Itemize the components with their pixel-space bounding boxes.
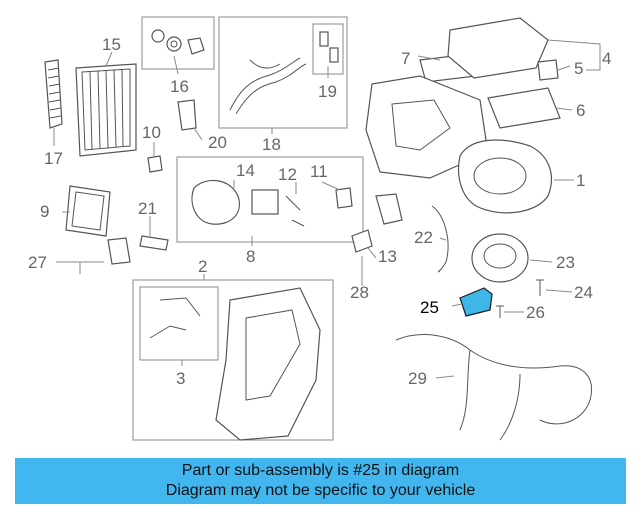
info-banner: Part or sub-assembly is #25 in diagram D…: [15, 458, 626, 504]
callout-28[interactable]: 28: [350, 283, 369, 302]
part-4-housing: [447, 17, 549, 79]
part-28-sensor: [351, 229, 373, 253]
part-8-module: [251, 189, 279, 215]
part-5-actuator: [537, 59, 559, 81]
callout-8[interactable]: 8: [246, 247, 255, 266]
part-10-sensor: [147, 155, 163, 173]
group-box-16: [141, 16, 215, 70]
part-27-actuator: [107, 237, 131, 265]
group-box-3: [139, 286, 219, 361]
callout-10[interactable]: 10: [142, 123, 161, 142]
callout-14[interactable]: 14: [236, 161, 255, 180]
part-13-bracket: [375, 193, 403, 225]
callout-17[interactable]: 17: [44, 149, 63, 168]
callout-22[interactable]: 22: [414, 228, 433, 247]
callout-13[interactable]: 13: [378, 247, 397, 266]
part-2-lower-housing: [215, 287, 321, 441]
callout-4[interactable]: 4: [602, 49, 611, 68]
group-box-8: [176, 156, 364, 243]
callout-27[interactable]: 27: [28, 253, 47, 272]
callout-26[interactable]: 26: [526, 303, 545, 322]
leader-lines: [53, 39, 601, 379]
part-11-sensor: [335, 187, 353, 209]
part-26-screw: [496, 305, 504, 318]
callout-29[interactable]: 29: [408, 369, 427, 388]
callout-16[interactable]: 16: [170, 77, 189, 96]
callout-11[interactable]: 11: [310, 162, 328, 181]
callout-6[interactable]: 6: [576, 101, 585, 120]
banner-line-1: Part or sub-assembly is #25 in diagram: [181, 462, 460, 479]
part-21-actuator: [139, 235, 169, 251]
callout-labels: 15 16 17 18 19 7 4 5 6 10 20 1 14 12 11 …: [28, 35, 611, 388]
part-23-blower-motor: [471, 233, 529, 283]
part-14-gasket: [191, 179, 240, 225]
callout-21[interactable]: 21: [138, 199, 157, 218]
callout-7[interactable]: 7: [401, 49, 410, 68]
part-1-blower-housing: [457, 139, 552, 214]
part-17-grille: [44, 59, 63, 129]
banner-line-2: Diagram may not be specific to your vehi…: [165, 482, 476, 499]
callout-20[interactable]: 20: [208, 133, 227, 152]
part-29-harness: [395, 334, 592, 441]
part-6-filter: [487, 87, 561, 129]
part-18-pipes: [229, 57, 307, 115]
part-19-valves: [319, 31, 339, 63]
group-box-18: [218, 16, 348, 129]
callout-23[interactable]: 23: [556, 253, 575, 272]
part-22-hose: [431, 205, 449, 273]
group-box-2: [132, 279, 334, 441]
callout-3[interactable]: 3: [176, 369, 185, 388]
part-12-wire: [285, 195, 305, 227]
callout-24[interactable]: 24: [574, 283, 593, 302]
part-16-fittings: [151, 29, 205, 55]
callout-18[interactable]: 18: [262, 135, 281, 154]
callout-2[interactable]: 2: [198, 257, 207, 276]
callout-15[interactable]: 15: [102, 35, 121, 54]
callout-19[interactable]: 19: [318, 82, 337, 101]
callout-5[interactable]: 5: [574, 59, 583, 78]
part-25-highlighted[interactable]: [459, 287, 493, 317]
part-3-linkage: [149, 297, 201, 339]
callout-9[interactable]: 9: [40, 202, 49, 221]
callout-1[interactable]: 1: [576, 171, 585, 190]
part-15-evaporator: [75, 63, 137, 157]
part-24-screw: [536, 279, 544, 296]
callout-12[interactable]: 12: [278, 165, 297, 184]
part-20-bracket: [177, 99, 197, 131]
callout-25-highlighted[interactable]: 25: [420, 298, 439, 317]
part-9-filter-frame: [65, 185, 111, 237]
